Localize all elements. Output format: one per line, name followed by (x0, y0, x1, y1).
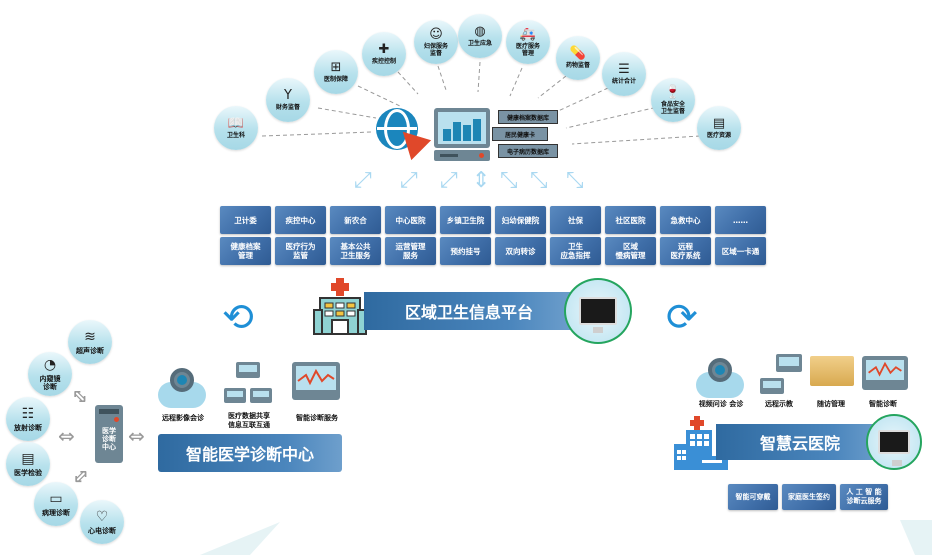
tile-wearables[interactable]: 智能可穿戴 (728, 484, 778, 510)
tile-ai-diagnosis[interactable]: 人 工 智 能 诊断云服务 (840, 484, 888, 510)
central-monitor-icon (434, 108, 490, 148)
tile-maternal-hospital[interactable]: 妇幼保健院 (495, 206, 546, 234)
decor-shape-left (200, 522, 280, 555)
sat-lab[interactable]: ▤ 医学检验 (6, 442, 50, 486)
lab-report-icon: ▤ (21, 450, 35, 467)
tile-regional-card[interactable]: 区域一卡通 (715, 237, 766, 265)
tile-chronic-disease[interactable]: 区域 慢病管理 (605, 237, 656, 265)
remote-teaching-icon (776, 354, 802, 372)
sat-pathology[interactable]: ▭ 病理诊断 (34, 482, 78, 526)
tile-central-hospital[interactable]: 中心医院 (385, 206, 436, 234)
waveform-monitor-icon (292, 362, 340, 400)
sat-ultrasound[interactable]: ≋ 超声诊断 (68, 320, 112, 364)
double-arrow-icon: ⤡ (500, 168, 518, 193)
double-arrow-icon: ⇕ (472, 168, 491, 193)
db-health-records[interactable]: 健康档案数据库 (498, 110, 558, 124)
tile-operations[interactable]: 运营管理 服务 (385, 237, 436, 265)
tile-referral[interactable]: 双向转诊 (495, 237, 546, 265)
db-resident-card[interactable]: 居民健康卡 (492, 127, 548, 141)
bubble-medical-insurance[interactable]: ⊞ 医制保障 (314, 50, 358, 94)
bubble-statistics[interactable]: ☰ 统计合计 (602, 52, 646, 96)
db-emr[interactable]: 电子病历数据库 (498, 144, 558, 158)
bubble-medical-resources[interactable]: ▤ 医疗资源 (697, 106, 741, 150)
double-arrow-icon: ⤡ (530, 168, 548, 193)
tile-township-hospital[interactable]: 乡镇卫生院 (440, 206, 491, 234)
tile-social-security[interactable]: 社保 (550, 206, 601, 234)
xray-icon: ☷ (21, 405, 35, 422)
cloud-hospital-banner[interactable]: 智慧云医院 (716, 424, 884, 460)
globe-emergency-icon: ◍ (474, 24, 486, 39)
decor-shape-right (900, 520, 932, 555)
institution-grid: 卫计委 疾控中心 新农合 中心医院 乡镇卫生院 妇幼保健院 社保 社区医院 急救… (220, 206, 766, 265)
tile-health-commission[interactable]: 卫计委 (220, 206, 271, 234)
tile-appointment[interactable]: 预约挂号 (440, 237, 491, 265)
diagnosis-tower-icon: 医学 诊断 中心 (95, 405, 123, 463)
pill-icon: 💊 (569, 46, 587, 61)
sat-ecg[interactable]: ♡ 心电诊断 (80, 500, 124, 544)
sync-arrows-right-icon: ⟳ (666, 295, 698, 339)
network-pc-icon (236, 362, 260, 378)
bubble-health-emergency[interactable]: ◍ 卫生应急 (458, 14, 502, 58)
webcam-icon (708, 358, 732, 382)
folder-icon (810, 356, 854, 386)
wine-glass-icon: 🍷 (664, 84, 682, 100)
tile-emergency-center[interactable]: 急救中心 (660, 206, 711, 234)
bubble-drug-supervision[interactable]: 💊 药物监督 (556, 36, 600, 80)
diagnosis-center-title: 智能医学诊断中心 (185, 445, 314, 464)
document-icon: ☰ (618, 62, 630, 77)
tile-emergency-command[interactable]: 卫生 应急指挥 (550, 237, 601, 265)
endoscope-icon: ◔ (43, 356, 57, 373)
bubble-food-safety[interactable]: 🍷 食品安全 卫生监督 (651, 78, 695, 122)
stacked-files-icon: ▤ (712, 116, 726, 131)
platform-title: 区域卫生信息平台 (404, 303, 533, 322)
double-arrow-icon: ⤢ (400, 168, 418, 193)
waveform-monitor-icon (862, 356, 908, 390)
monitor-icon: ▭ (49, 490, 63, 507)
bubble-health-dept[interactable]: 📖 卫生科 (214, 106, 258, 150)
mother-child-icon: ☺ (429, 26, 443, 42)
tile-public-health[interactable]: 基本公共 卫生服务 (330, 237, 381, 265)
hospital-icon (312, 276, 368, 336)
heart-ecg-icon: ♡ (95, 508, 109, 525)
book-icon: 📖 (227, 116, 245, 131)
platform-monitor-icon (564, 278, 632, 344)
tile-telemedicine[interactable]: 远程 医疗系统 (660, 237, 711, 265)
tile-family-doctor[interactable]: 家庭医生签约 (782, 484, 836, 510)
webcam-icon (170, 368, 194, 392)
sat-radiology[interactable]: ☷ 放射诊断 (6, 397, 50, 441)
cloud-hospital-monitor-icon (866, 414, 922, 470)
medical-kit-icon: ⊞ (330, 60, 342, 75)
ultrasound-icon: ≋ (84, 328, 96, 345)
tile-ncms[interactable]: 新农合 (330, 206, 381, 234)
platform-banner[interactable]: 区域卫生信息平台 (364, 292, 574, 330)
diagnosis-center-banner[interactable]: 智能医学诊断中心 (158, 434, 342, 472)
double-arrow-icon: ⤢ (440, 168, 458, 193)
tile-cdc[interactable]: 疾控中心 (275, 206, 326, 234)
bubble-medical-service-mgmt[interactable]: 🚑 医疗服务 管理 (506, 20, 550, 64)
cross-icon: ✚ (378, 42, 390, 57)
bubble-disease-control[interactable]: ✚ 疾控控制 (362, 32, 406, 76)
sync-arrows-left-icon: ⟲ (222, 295, 254, 339)
cloud-hospital-title: 智慧云医院 (759, 434, 840, 453)
building-icon (672, 414, 732, 474)
double-arrow-icon: ⇔ (128, 424, 145, 448)
antenna-icon: Y (284, 88, 292, 103)
tile-medical-behavior[interactable]: 医疗行为 监管 (275, 237, 326, 265)
tile-more[interactable]: …… (715, 206, 766, 234)
double-arrow-icon: ⤢ (354, 168, 372, 193)
double-arrow-icon: ⇔ (58, 424, 75, 448)
bubble-finance-supervision[interactable]: Y 财务监督 (266, 78, 310, 122)
tile-health-records-mgmt[interactable]: 健康档案 管理 (220, 237, 271, 265)
ambulance-icon: 🚑 (519, 26, 537, 42)
double-arrow-icon: ⤡ (566, 168, 584, 193)
sat-endoscopy[interactable]: ◔ 内窥镜 诊断 (28, 352, 72, 396)
tile-community-hospital[interactable]: 社区医院 (605, 206, 656, 234)
bubble-maternal-service[interactable]: ☺ 妇保服务 监督 (414, 20, 458, 64)
